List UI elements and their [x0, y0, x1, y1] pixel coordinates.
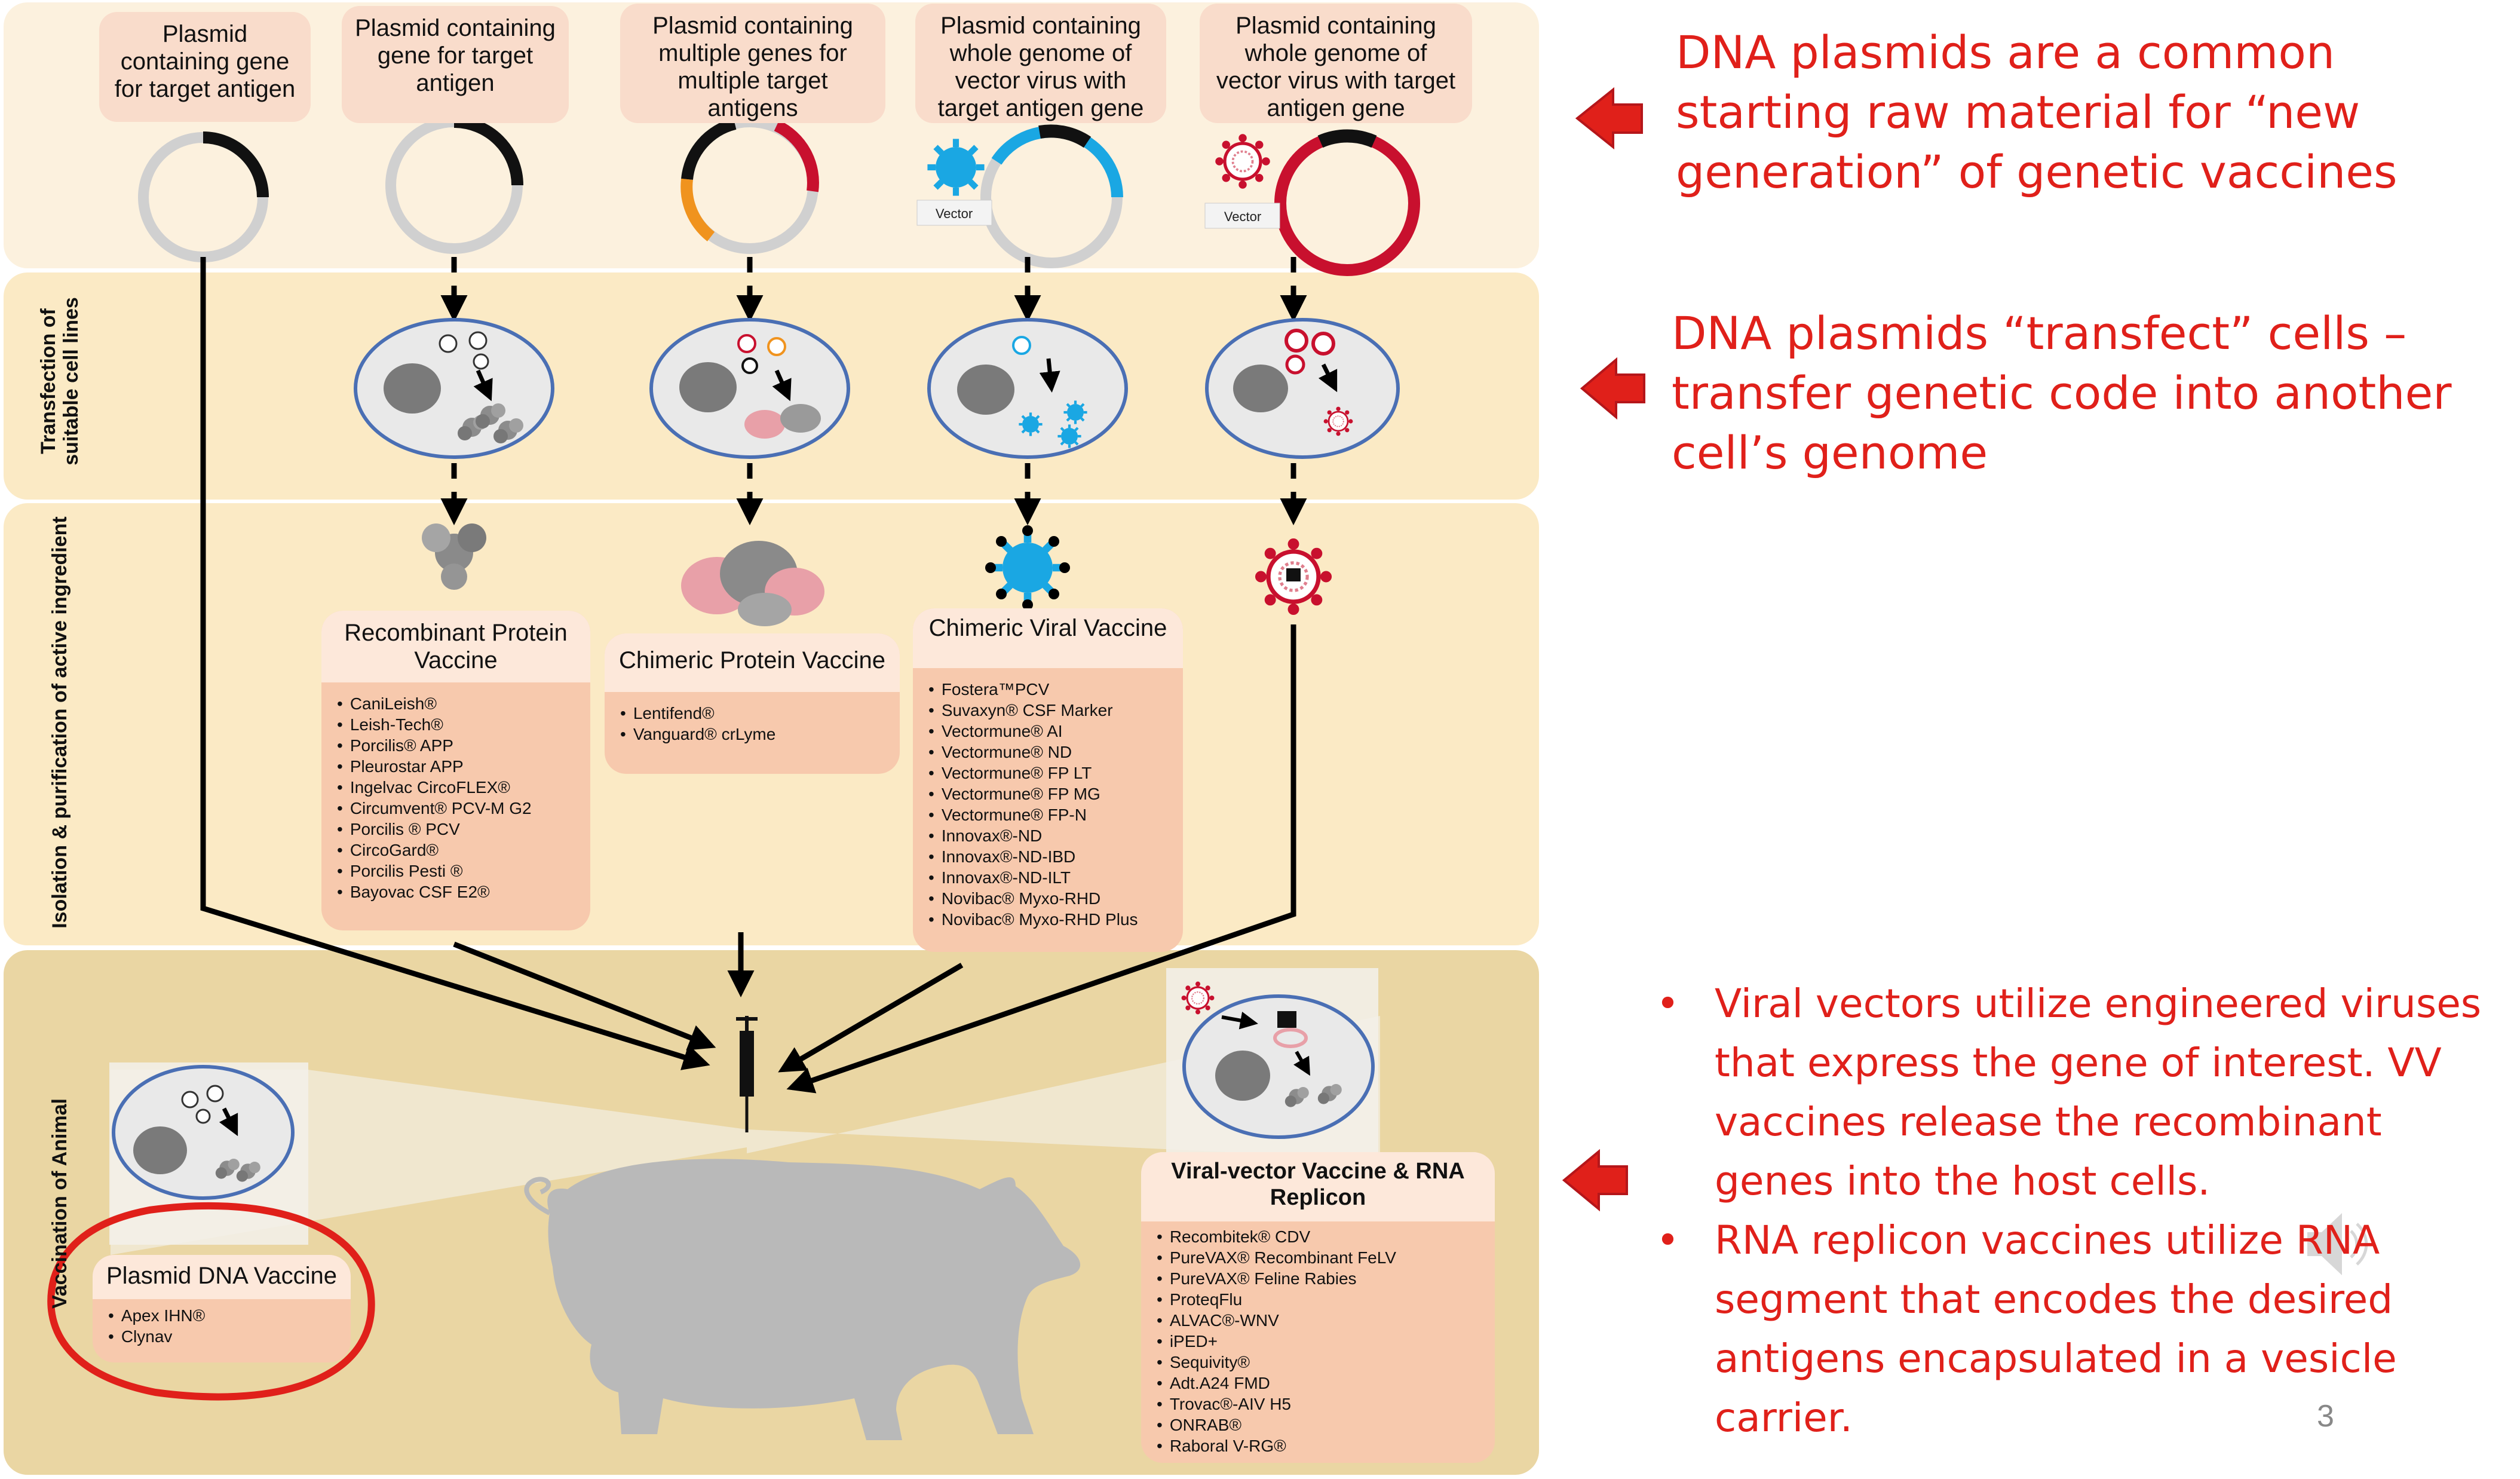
virus-icon	[927, 139, 984, 195]
list-item: Adt.A24 FMD	[1157, 1373, 1495, 1394]
left-arrow-icon	[1562, 1149, 1628, 1212]
card-title: Chimeric Viral Vaccine	[913, 608, 1183, 668]
list-item: Vectormune® FP-N	[928, 804, 1183, 825]
list-item: Vanguard® crLyme	[620, 724, 900, 745]
list-item: Novibac® Myxo-RHD Plus	[928, 909, 1183, 930]
list-item: Porcilis® APP	[337, 735, 590, 756]
card-chimeric-viral: Chimeric Viral Vaccine Fostera™PCV Suvax…	[913, 608, 1183, 952]
left-arrow-icon	[1580, 357, 1645, 420]
list-item: Innovax®-ND-ILT	[928, 867, 1183, 888]
list-item: Raboral V-RG®	[1157, 1435, 1495, 1456]
nucleus-icon	[384, 363, 441, 414]
product-list: CaniLeish® Leish-Tech® Porcilis® APP Ple…	[321, 682, 590, 902]
cell-icon	[649, 318, 850, 459]
list-item: Suvaxyn® CSF Marker	[928, 700, 1183, 721]
vector-tag-label: Vector	[1224, 209, 1261, 224]
protein-icon	[422, 523, 486, 590]
virus-icon	[985, 525, 1070, 610]
cell-icon	[1180, 980, 1375, 1139]
list-item: Leish-Tech®	[337, 714, 590, 735]
pig-icon	[524, 1159, 1081, 1440]
card-plasmid-dna: Plasmid DNA Vaccine Apex IHN® Clynav	[93, 1255, 351, 1362]
list-item: Viral vectors utilize engineered viruses…	[1649, 974, 2503, 1211]
list-item: Sequivity®	[1157, 1352, 1495, 1373]
list-item: Recombitek® CDV	[1157, 1226, 1495, 1247]
plasmid-ring-icon	[980, 124, 1123, 268]
virus-icon	[1215, 134, 1270, 189]
list-item: Ingelvac CircoFLEX®	[337, 777, 590, 798]
plasmid-label: Plasmid containing gene for target antig…	[342, 6, 569, 123]
note-bullets: Viral vectors utilize engineered viruses…	[1649, 974, 2503, 1447]
flow-arrows-cell-to-product	[440, 463, 1307, 525]
card-title: Viral-vector Vaccine & RNA Replicon	[1141, 1152, 1495, 1221]
list-item: CaniLeish®	[337, 693, 590, 714]
product-list: Fostera™PCV Suvaxyn® CSF Marker Vectormu…	[913, 668, 1183, 930]
list-item: Vectormune® ND	[928, 742, 1183, 763]
list-item: Clynav	[108, 1326, 351, 1347]
virus-icon	[1255, 538, 1332, 615]
nucleus-icon	[957, 365, 1014, 415]
list-item: Vectormune® FP LT	[928, 763, 1183, 783]
left-arrow-icon	[1575, 87, 1643, 150]
cell-icon	[112, 1065, 295, 1200]
cell-icon	[927, 318, 1128, 459]
list-item: ProteqFlu	[1157, 1289, 1495, 1310]
vector-tag	[916, 200, 992, 226]
product-list: Recombitek® CDV PureVAX® Recombinant FeL…	[1141, 1221, 1495, 1456]
red-circle-annotation	[47, 1202, 375, 1401]
list-item: Porcilis ® PCV	[337, 819, 590, 840]
list-item: Bayovac CSF E2®	[337, 881, 590, 902]
list-item: Porcilis Pesti ®	[337, 861, 590, 881]
list-item: Novibac® Myxo-RHD	[928, 888, 1183, 909]
row-label-vaccination: Vaccination of Animal	[48, 1098, 71, 1309]
syringe-icon	[736, 1016, 758, 1132]
card-title: Chimeric Protein Vaccine	[605, 633, 900, 692]
card-viral-vector: Viral-vector Vaccine & RNA Replicon Reco…	[1141, 1152, 1495, 1463]
nucleus-icon	[1233, 365, 1288, 412]
list-item: Innovax®-ND	[928, 825, 1183, 846]
list-item: Fostera™PCV	[928, 679, 1183, 700]
list-item: Circumvent® PCV-M G2	[337, 798, 590, 819]
list-item: ONRAB®	[1157, 1414, 1495, 1435]
product-list: Apex IHN® Clynav	[93, 1299, 351, 1347]
list-item: Vectormune® AI	[928, 721, 1183, 742]
row-label-isolation: Isolation & purification of active ingre…	[48, 516, 71, 929]
cell-icon	[1205, 318, 1400, 459]
note-plasmid-material: DNA plasmids are a common starting raw m…	[1676, 26, 2398, 198]
flow-arrows-to-syringe	[200, 257, 1296, 1094]
list-item: PureVAX® Recombinant FeLV	[1157, 1247, 1495, 1268]
protein-icon	[681, 541, 824, 626]
card-chimeric-protein: Chimeric Protein Vaccine Lentifend® Vang…	[605, 633, 900, 774]
nucleus-icon	[1215, 1051, 1270, 1101]
list-item: Innovax®-ND-IBD	[928, 846, 1183, 867]
plasmid-label: Plasmid containing gene for target antig…	[99, 12, 311, 122]
cell-icon	[354, 318, 554, 459]
list-item: ALVAC®-WNV	[1157, 1310, 1495, 1331]
list-item: PureVAX® Feline Rabies	[1157, 1268, 1495, 1289]
card-title: Plasmid DNA Vaccine	[93, 1255, 351, 1299]
flow-arrows-plasmid-to-cell	[440, 257, 1307, 322]
vector-tag-label: Vector	[936, 206, 973, 221]
list-item: Trovac®-AIV H5	[1157, 1394, 1495, 1414]
card-title: Recombinant Protein Vaccine	[321, 611, 590, 682]
nucleus-icon	[679, 362, 737, 412]
plasmid-label: Plasmid containing multiple genes for mu…	[620, 4, 885, 123]
vector-tag	[1204, 203, 1280, 229]
list-item: Lentifend®	[620, 703, 900, 724]
list-item: Apex IHN®	[108, 1305, 351, 1326]
plasmid-ring-icon	[1274, 129, 1420, 276]
plasmid-label: Plasmid containing whole genome of vecto…	[1200, 4, 1472, 123]
list-item: CircoGard®	[337, 840, 590, 861]
nucleus-icon	[133, 1126, 187, 1174]
page-number: 3	[2317, 1399, 2334, 1434]
card-recombinant-protein: Recombinant Protein Vaccine CaniLeish® L…	[321, 611, 590, 930]
note-transfect: DNA plasmids “transfect” cells – transfe…	[1672, 307, 2452, 479]
plasmid-label: Plasmid containing whole genome of vecto…	[915, 4, 1166, 123]
list-item: Pleurostar APP	[337, 756, 590, 777]
product-list: Lentifend® Vanguard® crLyme	[605, 692, 900, 745]
list-item: RNA replicon vaccines utilize RNA segmen…	[1649, 1211, 2503, 1447]
list-item: Vectormune® FP MG	[928, 783, 1183, 804]
list-item: iPED+	[1157, 1331, 1495, 1352]
